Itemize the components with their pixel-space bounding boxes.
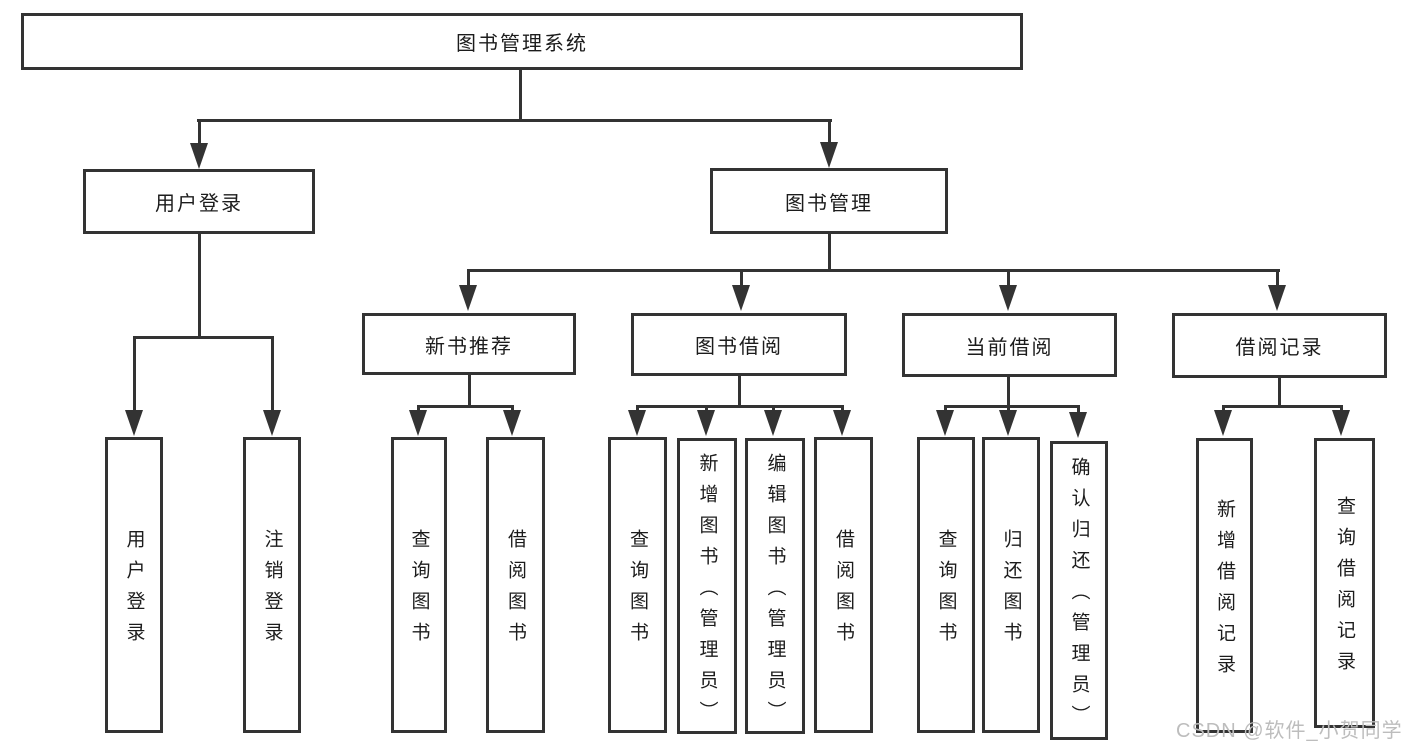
connector-segment	[1222, 405, 1225, 413]
connector-segment	[636, 405, 843, 408]
arrowhead	[999, 285, 1017, 311]
node-borrowing-records: 借阅记录	[1172, 313, 1387, 378]
connector-segment	[944, 405, 947, 413]
leaf-add-borrow-record: 新增借阅记录	[1196, 438, 1253, 733]
node-label: 当前借阅	[965, 336, 1054, 359]
node-book-management: 图书管理	[710, 168, 948, 234]
connector-segment	[271, 336, 274, 414]
arrowhead	[409, 410, 427, 436]
connector-segment	[197, 119, 832, 122]
arrowhead	[820, 142, 838, 168]
arrowhead	[1268, 285, 1286, 311]
connector-segment	[636, 405, 639, 413]
leaf-edit-books-admin: 编辑图书（管理员）	[745, 438, 805, 734]
connector-segment	[1278, 377, 1281, 407]
arrowhead	[263, 410, 281, 436]
connector-segment	[133, 336, 136, 414]
arrowhead	[1069, 412, 1087, 438]
leaf-confirm-return-admin: 确认归还（管理员）	[1050, 441, 1108, 740]
node-label: 用户登录	[123, 529, 145, 653]
connector-segment	[519, 70, 522, 121]
node-label: 编辑图书（管理员）	[764, 452, 786, 732]
node-library-system: 图书管理系统	[21, 13, 1023, 70]
connector-segment	[738, 375, 741, 407]
arrowhead	[764, 410, 782, 436]
arrowhead	[459, 285, 477, 311]
node-book-borrowing: 图书借阅	[631, 313, 847, 376]
arrowhead	[732, 285, 750, 311]
connector-segment	[467, 269, 1280, 272]
connector-segment	[467, 269, 470, 289]
leaf-user-login: 用户登录	[105, 437, 163, 733]
arrowhead	[190, 143, 208, 169]
arrowhead	[125, 410, 143, 436]
connector-segment	[944, 405, 1079, 408]
connector-segment	[1007, 376, 1010, 407]
node-label: 图书管理	[785, 192, 873, 215]
node-label: 借阅图书	[833, 529, 854, 653]
connector-segment	[1222, 405, 1343, 408]
node-label: 新增借阅记录	[1214, 498, 1235, 685]
node-label: 新增图书（管理员）	[696, 452, 718, 732]
connector-segment	[198, 119, 201, 151]
node-label: 借阅记录	[1235, 337, 1324, 359]
csdn-watermark: CSDN @软件_小贺同学	[1176, 720, 1403, 742]
node-label: 确认归还（管理员）	[1068, 457, 1090, 736]
node-label: 查询借阅记录	[1334, 496, 1355, 682]
arrowhead	[833, 410, 851, 436]
connector-segment	[1340, 405, 1343, 413]
leaf-query-books-current: 查询图书	[917, 437, 975, 733]
connector-segment	[1276, 269, 1279, 289]
leaf-borrow-books: 借阅图书	[814, 437, 873, 733]
connector-segment	[417, 405, 514, 408]
node-label: 查询图书	[935, 529, 957, 653]
arrowhead	[936, 410, 954, 436]
node-label: 查询图书	[408, 529, 430, 653]
connector-segment	[198, 232, 201, 337]
node-label: 借阅图书	[505, 529, 526, 653]
arrowhead	[1214, 410, 1232, 436]
connector-segment	[828, 119, 831, 151]
connector-segment	[740, 269, 743, 289]
connector-segment	[468, 374, 471, 407]
leaf-borrow-books-recommend: 借阅图书	[486, 437, 545, 733]
node-label: 图书管理系统	[456, 33, 588, 55]
connector-segment	[705, 405, 708, 413]
leaf-logout: 注销登录	[243, 437, 301, 733]
leaf-return-books: 归还图书	[982, 437, 1040, 733]
leaf-query-books-recommend: 查询图书	[391, 437, 447, 733]
arrowhead	[628, 410, 646, 436]
connector-segment	[133, 336, 274, 339]
connector-segment	[828, 232, 831, 270]
arrowhead	[697, 410, 715, 436]
node-label: 查询图书	[627, 529, 648, 653]
connector-segment	[417, 405, 420, 413]
node-current-borrowing: 当前借阅	[902, 313, 1117, 377]
leaf-query-borrow-record: 查询借阅记录	[1314, 438, 1375, 728]
arrowhead	[999, 410, 1017, 436]
connector-segment	[772, 405, 775, 413]
node-label: 归还图书	[1000, 529, 1022, 653]
connector-segment	[1077, 405, 1080, 415]
arrowhead	[503, 410, 521, 436]
arrowhead	[1332, 410, 1350, 436]
connector-segment	[1007, 405, 1010, 413]
connector-segment	[511, 405, 514, 413]
node-label: 注销登录	[261, 529, 283, 653]
connector-segment	[841, 405, 844, 413]
leaf-add-books-admin: 新增图书（管理员）	[677, 438, 737, 734]
node-label: 新书推荐	[425, 335, 513, 358]
leaf-query-books-borrowing: 查询图书	[608, 437, 667, 733]
connector-segment	[1007, 269, 1010, 289]
node-user-login: 用户登录	[83, 169, 315, 234]
node-label: 图书借阅	[695, 336, 783, 358]
node-label: 用户登录	[155, 193, 243, 215]
node-new-book-recommend: 新书推荐	[362, 313, 576, 375]
